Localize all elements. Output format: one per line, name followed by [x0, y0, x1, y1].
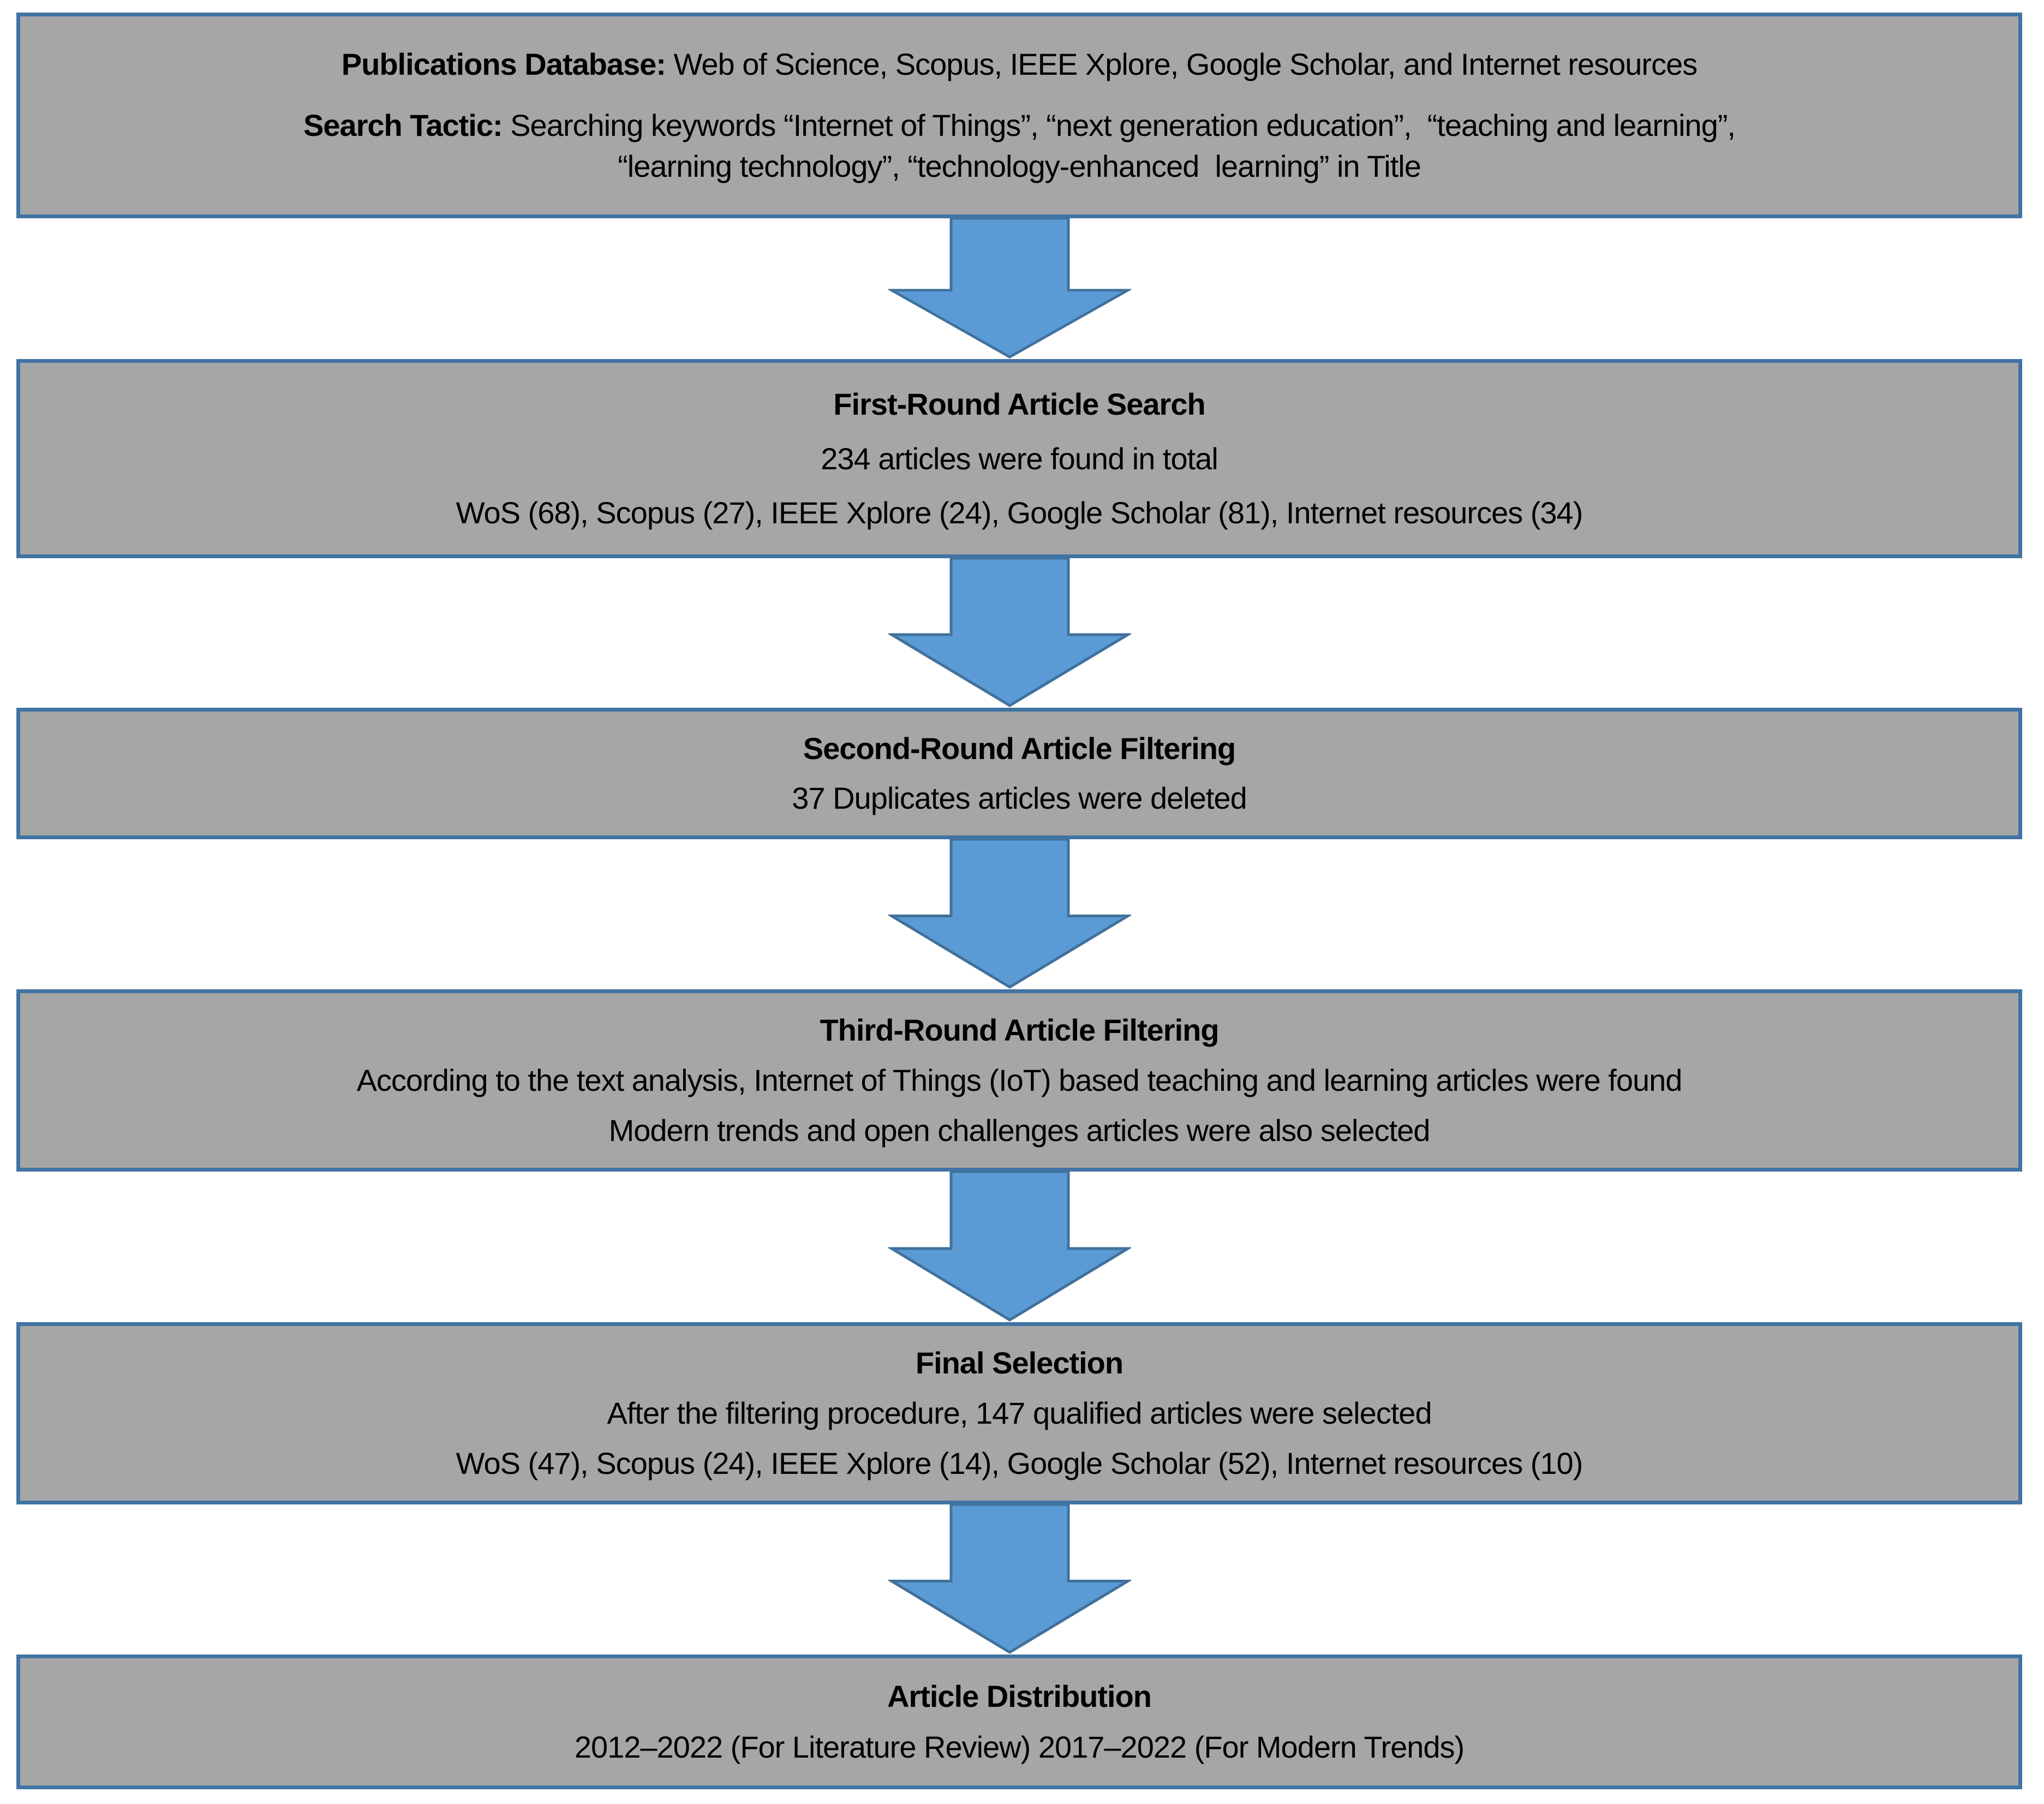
box-final-selection: Final Selection After the filtering proc…	[16, 1322, 2022, 1504]
publications-database-text: Web of Science, Scopus, IEEE Xplore, Goo…	[665, 47, 1698, 82]
box-publications-database: Publications Database: Web of Science, S…	[16, 13, 2022, 218]
box-text: After the filtering procedure, 147 quali…	[607, 1396, 1432, 1431]
down-arrow-icon	[888, 558, 1131, 707]
box-text: WoS (47), Scopus (24), IEEE Xplore (14),…	[456, 1446, 1583, 1481]
box-title: Third-Round Article Filtering	[820, 1013, 1219, 1048]
box-first-round-article-search: First-Round Article Search 234 articles …	[16, 359, 2022, 558]
down-arrow-4	[888, 1172, 1131, 1322]
down-arrow-2	[888, 558, 1131, 708]
down-arrow-icon	[888, 1504, 1131, 1654]
box-second-round-article-filtering: Second-Round Article Filtering 37 Duplic…	[16, 708, 2022, 839]
box-text: 234 articles were found in total	[821, 441, 1218, 476]
box-text: According to the text analysis, Internet…	[356, 1063, 1683, 1098]
box-text: WoS (68), Scopus (27), IEEE Xplore (24),…	[456, 495, 1583, 530]
down-arrow-5	[888, 1504, 1131, 1654]
search-tactic-paragraph: Search Tactic: Searching keywords “Inter…	[303, 105, 1736, 187]
down-arrow-1	[888, 218, 1131, 359]
down-arrow-icon	[888, 839, 1131, 989]
search-tactic-label: Search Tactic:	[303, 107, 503, 142]
box-text: 37 Duplicates articles were deleted	[792, 781, 1247, 816]
down-arrow-icon	[888, 1172, 1131, 1322]
search-tactic-text-line1: Searching keywords “Internet of Things”,…	[502, 107, 1736, 142]
box-article-distribution: Article Distribution 2012–2022 (For Lite…	[16, 1654, 2022, 1789]
down-arrow-3	[888, 839, 1131, 989]
box-text: 2012–2022 (For Literature Review) 2017–2…	[574, 1730, 1465, 1765]
publications-database-paragraph: Publications Database: Web of Science, S…	[341, 44, 1698, 85]
box-title: Article Distribution	[887, 1678, 1152, 1713]
search-tactic-text-line2: “learning technology”, “technology-enhan…	[618, 149, 1421, 184]
box-title: Second-Round Article Filtering	[803, 731, 1236, 766]
box-title: Final Selection	[915, 1346, 1123, 1381]
publications-database-label: Publications Database:	[341, 47, 666, 82]
box-third-round-article-filtering: Third-Round Article Filtering According …	[16, 989, 2022, 1172]
box-text: Modern trends and open challenges articl…	[608, 1113, 1431, 1148]
box-title: First-Round Article Search	[833, 387, 1205, 422]
down-arrow-icon	[888, 218, 1131, 359]
